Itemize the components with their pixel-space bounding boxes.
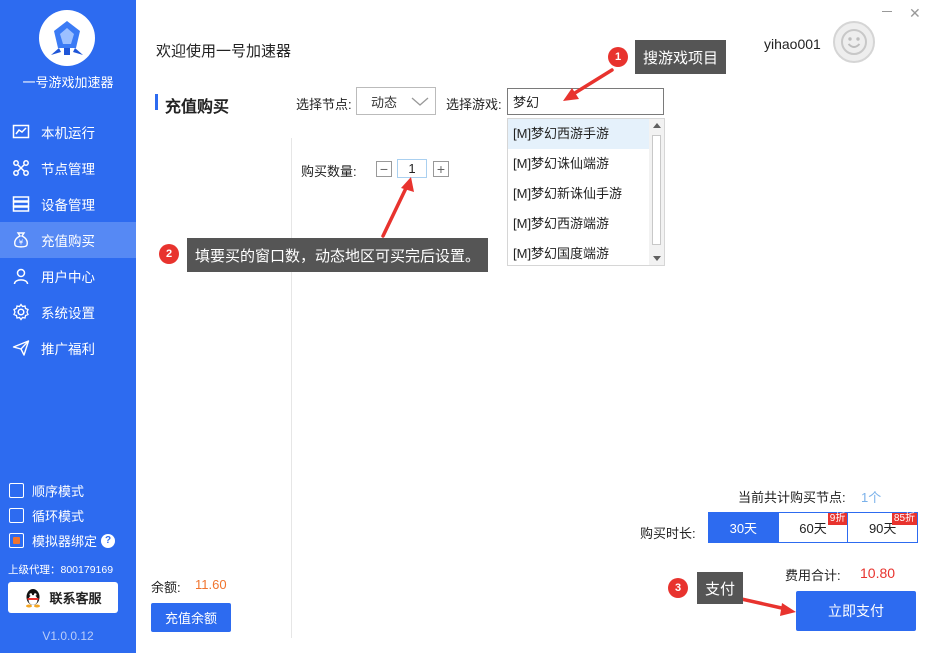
game-label: 选择游戏: (446, 97, 502, 112)
duration-options: 30天 60天 9折 90天 85折 (708, 512, 918, 543)
duration-90-days[interactable]: 90天 85折 (848, 513, 918, 542)
username: yihao001 (764, 36, 821, 52)
duration-label-text: 30天 (729, 521, 758, 536)
balance-value: 11.60 (195, 577, 227, 592)
sidebar-item-label: 用户中心 (41, 270, 95, 285)
dropdown-scrollbar[interactable] (649, 119, 664, 265)
annotation-callout-1: 搜游戏项目 (635, 40, 727, 74)
divider (291, 138, 292, 638)
loop-mode-checkbox[interactable]: 循环模式 (9, 503, 115, 528)
node-label: 选择节点: (296, 97, 352, 112)
quantity-input[interactable] (397, 159, 427, 178)
mode-label: 循环模式 (32, 509, 85, 524)
list-item[interactable]: [M]梦幻西游端游 (513, 216, 610, 231)
close-button[interactable]: ✕ (909, 5, 921, 21)
sidebar-item-node-manage[interactable]: 节点管理 (0, 150, 136, 186)
sidebar-item-label: 推广福利 (41, 342, 95, 357)
duration-30-days[interactable]: 30天 (709, 513, 779, 542)
quantity-label: 购买数量: (301, 164, 357, 179)
annotation-badge-3: 3 (668, 578, 688, 598)
fee-total-value: 10.80 (860, 565, 896, 581)
checkbox-checked[interactable] (9, 533, 24, 548)
minimize-button[interactable] (882, 11, 892, 12)
recharge-balance-button[interactable]: 充值余额 (151, 603, 231, 632)
sidebar-item-promotion[interactable]: 推广福利 (0, 330, 136, 366)
duration-label: 购买时长: (640, 526, 696, 541)
rocket-logo-icon (51, 21, 83, 55)
annotation-badge-2: 2 (159, 244, 179, 264)
emulator-bind-checkbox[interactable]: 模拟器绑定 ? (9, 528, 116, 553)
checkbox[interactable] (9, 483, 24, 498)
mode-options: 顺序模式 循环模式 模拟器绑定 ? (9, 478, 116, 553)
node-select-value: 动态 (371, 94, 398, 110)
sidebar-item-settings[interactable]: 系统设置 (0, 294, 136, 330)
sidebar-item-device-manage[interactable]: 设备管理 (0, 186, 136, 222)
annotation-badge-1: 1 (608, 47, 628, 67)
mode-label: 顺序模式 (32, 484, 85, 499)
page-title: 充值购买 (165, 99, 230, 116)
chevron-down-icon (411, 97, 429, 106)
sidebar-item-label: 充值购买 (41, 234, 95, 249)
pay-now-button[interactable]: 立即支付 (796, 591, 916, 631)
total-nodes-label: 当前共计购买节点: (738, 490, 846, 505)
list-item[interactable]: [M]梦幻西游手游 (508, 119, 650, 149)
quantity-plus-button[interactable]: + (433, 161, 449, 177)
duration-label-text: 90天 (868, 521, 897, 536)
section-accent (155, 94, 158, 110)
fee-total-label: 费用合计: (785, 568, 841, 583)
nodes-icon (12, 159, 30, 177)
quantity-minus-button[interactable]: − (376, 161, 392, 177)
annotation-callout-2: 填要买的窗口数，动态地区可买完后设置。 (187, 238, 489, 272)
avatar[interactable] (833, 21, 875, 63)
total-nodes-value: 1个 (861, 490, 882, 505)
sidebar-item-recharge[interactable]: ¥ 充值购买 (0, 222, 136, 258)
balance-label: 余额: (151, 580, 181, 595)
server-icon (12, 195, 30, 213)
app-logo (39, 10, 95, 66)
sequential-mode-checkbox[interactable]: 顺序模式 (9, 478, 115, 503)
agent-value: 800179169 (60, 564, 114, 576)
game-search-input[interactable] (507, 88, 664, 115)
list-item[interactable]: [M]梦幻诛仙端游 (513, 156, 610, 171)
list-item[interactable]: [M]梦幻国度端游 (513, 246, 610, 261)
sidebar-item-local-run[interactable]: 本机运行 (0, 114, 136, 150)
app-name: 一号游戏加速器 (22, 75, 114, 90)
agent-info: 上级代理：800179169 (8, 562, 113, 577)
mode-label: 模拟器绑定 (32, 534, 98, 549)
checkbox[interactable] (9, 508, 24, 523)
scroll-down-icon (653, 256, 661, 261)
duration-label-text: 60天 (799, 521, 827, 536)
list-item[interactable]: [M]梦幻新诛仙手游 (513, 186, 623, 201)
sidebar-item-label: 系统设置 (41, 306, 95, 321)
annotation-callout-3: 支付 (697, 572, 744, 604)
sidebar-item-label: 设备管理 (41, 198, 95, 213)
contact-service-label: 联系客服 (49, 591, 102, 606)
gear-icon (12, 303, 30, 321)
discount-badge: 85折 (891, 513, 918, 525)
discount-badge: 9折 (827, 513, 848, 525)
money-bag-icon: ¥ (12, 231, 30, 249)
send-icon (12, 339, 30, 357)
node-select[interactable]: 动态 (356, 87, 436, 115)
welcome-text: 欢迎使用一号加速器 (156, 43, 292, 60)
sidebar-nav: 本机运行 节点管理 设备管理 ¥ 充值购买 用户中心 (0, 114, 136, 366)
duration-60-days[interactable]: 60天 9折 (778, 513, 849, 542)
sidebar-item-user-center[interactable]: 用户中心 (0, 258, 136, 294)
smiley-avatar-icon (841, 29, 867, 55)
scroll-up-icon (653, 123, 661, 128)
sidebar: 一号游戏加速器 本机运行 节点管理 设备管理 ¥ 充值购买 (0, 0, 136, 653)
sidebar-item-label: 本机运行 (41, 126, 95, 141)
svg-text:¥: ¥ (19, 239, 24, 247)
contact-service-button[interactable]: 联系客服 (8, 582, 118, 613)
sidebar-item-label: 节点管理 (41, 162, 95, 177)
app-version: V1.0.0.12 (42, 629, 94, 643)
user-icon (12, 267, 30, 285)
game-dropdown-list: [M]梦幻西游手游 [M]梦幻诛仙端游 [M]梦幻新诛仙手游 [M]梦幻西游端游… (507, 118, 665, 266)
scroll-thumb (652, 135, 661, 245)
agent-label: 上级代理： (8, 564, 61, 576)
chart-icon (12, 123, 30, 141)
qq-penguin-icon (26, 588, 41, 607)
help-icon[interactable]: ? (101, 533, 116, 548)
